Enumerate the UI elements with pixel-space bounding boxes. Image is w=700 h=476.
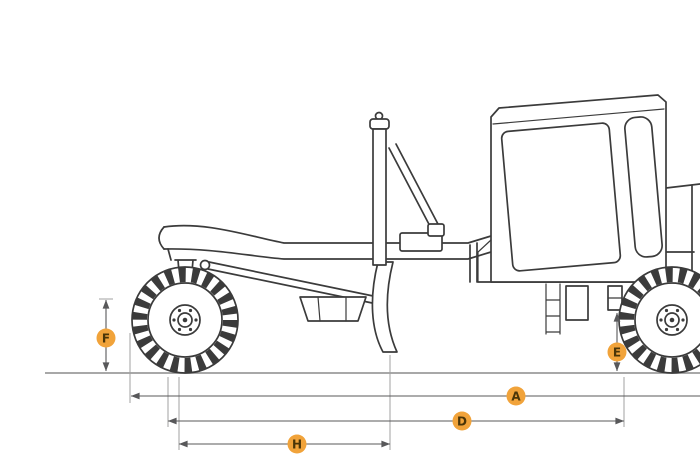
dimension-label-d: D xyxy=(457,415,467,429)
dimension-badge-a: A xyxy=(506,386,526,406)
dimension-label-e: E xyxy=(613,346,621,360)
dimension-label-f: F xyxy=(102,332,110,346)
hydraulic-tank xyxy=(565,285,589,321)
dimension-badge-d: D xyxy=(452,411,472,431)
rear-clearance-bracket xyxy=(607,285,623,311)
dimension-badge-h: H xyxy=(287,434,307,454)
front-frame-gooseneck xyxy=(158,224,492,283)
lift-cylinder xyxy=(388,143,445,252)
rear-wheel xyxy=(619,267,700,373)
operator-cab xyxy=(477,94,667,283)
cab-steps-ladder xyxy=(545,283,561,335)
front-wheel xyxy=(132,267,238,373)
moldboard-blade xyxy=(371,261,398,353)
dimension-label-a: A xyxy=(511,390,521,404)
dimension-label-h: H xyxy=(292,438,302,452)
windshield xyxy=(500,122,622,272)
rear-window xyxy=(624,116,663,258)
dimension-badge-f: F xyxy=(96,328,116,348)
dimension-badge-e: E xyxy=(607,342,627,362)
blade-circle xyxy=(299,296,367,322)
blade-lift-mast xyxy=(369,111,390,266)
extension-lines xyxy=(99,298,625,450)
